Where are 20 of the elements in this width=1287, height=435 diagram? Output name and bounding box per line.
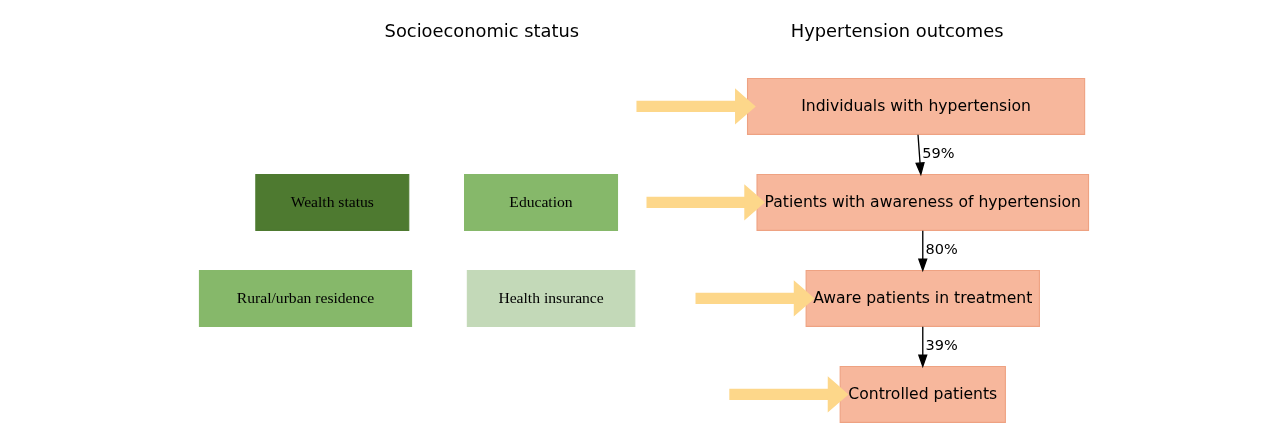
- arrow: [917, 326, 928, 369]
- node-box: Individuals with hypertension: [746, 77, 1085, 135]
- node-box: Rural/urban residence: [198, 269, 412, 327]
- edge-label: 80%: [925, 241, 958, 258]
- arrow: [728, 376, 848, 413]
- node-box: Patients with awareness of hypertension: [755, 173, 1089, 231]
- node-box: Controlled patients: [839, 365, 1006, 423]
- arrow: [695, 280, 814, 317]
- edge-label: 39%: [925, 337, 958, 354]
- node-box: Health insurance: [466, 269, 635, 327]
- label: Socioeconomic status: [384, 20, 579, 42]
- node-box: Aware patients in treatment: [805, 269, 1040, 327]
- label: Hypertension outcomes: [790, 20, 1003, 42]
- edge-label: 59%: [921, 145, 955, 162]
- arrow: [635, 88, 756, 125]
- arrow: [646, 184, 765, 221]
- node-box: Education: [463, 173, 618, 231]
- arrow: [914, 134, 925, 177]
- node-box: Wealth status: [254, 173, 409, 231]
- arrow: [917, 230, 928, 273]
